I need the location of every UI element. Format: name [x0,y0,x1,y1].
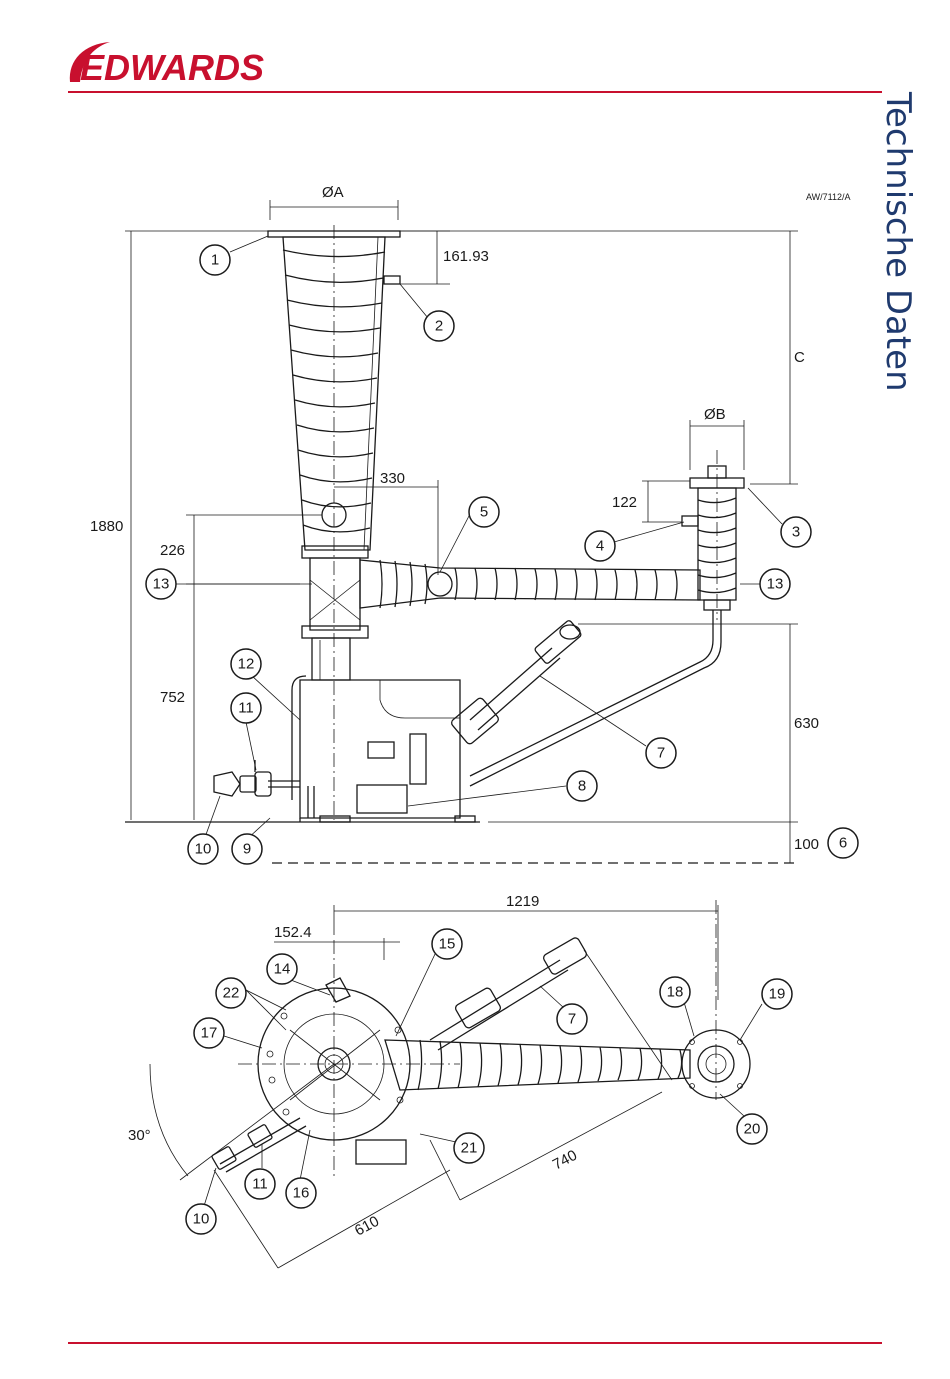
bellows-ribs [380,560,677,608]
svg-text:16: 16 [293,1185,310,1202]
callout-21: 21 [454,1133,484,1163]
callout-1: 1 [200,245,230,275]
callout-11: 11 [231,693,261,723]
drawing-ref: AW/7112/A [806,192,851,202]
callout-4: 4 [585,531,615,561]
dim-1219: 1219 [506,893,539,910]
callout-15: 15 [432,929,462,959]
dim-30: 30° [128,1127,151,1144]
dim-152: 152.4 [274,924,312,941]
svg-text:21: 21 [461,1140,478,1157]
callout-3: 3 [781,517,811,547]
callout-6: 6 [828,828,858,858]
svg-text:7: 7 [568,1011,576,1028]
callout-8: 8 [567,771,597,801]
callout-13-left: 13 [146,569,176,599]
svg-text:9: 9 [243,841,251,858]
svg-text:19: 19 [769,986,786,1003]
svg-text:6: 6 [839,835,847,852]
dim-oa: ØA [322,184,344,201]
svg-text:17: 17 [201,1025,218,1042]
callout-5: 5 [469,497,499,527]
svg-text:11: 11 [252,1176,268,1193]
svg-text:15: 15 [439,936,456,953]
callout-2: 2 [424,311,454,341]
svg-text:5: 5 [480,504,488,521]
svg-text:10: 10 [193,1211,210,1228]
svg-text:14: 14 [274,961,291,978]
callout-10: 10 [188,834,218,864]
svg-text:7: 7 [657,745,665,762]
callout-14: 14 [267,954,297,984]
callout-9: 9 [232,834,262,864]
dim-330: 330 [380,470,405,487]
svg-text:3: 3 [792,524,800,541]
callout-19: 19 [762,979,792,1009]
dim-c: C [794,349,805,366]
dim-122: 122 [612,494,637,511]
callout-11-plan: 11 [245,1169,275,1199]
svg-text:4: 4 [596,538,604,555]
dim-100: 100 [794,836,819,853]
callout-17: 17 [194,1018,224,1048]
svg-text:2: 2 [435,318,443,335]
svg-text:13: 13 [767,576,784,593]
svg-text:22: 22 [223,985,240,1002]
dim-161: 161.93 [443,248,489,265]
callout-12: 12 [231,649,261,679]
svg-text:1: 1 [211,252,219,269]
svg-text:8: 8 [578,778,586,795]
dim-752: 752 [160,689,185,706]
svg-text:18: 18 [667,984,684,1001]
svg-text:13: 13 [153,576,170,593]
callout-22: 22 [216,978,246,1008]
svg-text:12: 12 [238,656,255,673]
callout-20: 20 [737,1114,767,1144]
dim-ob: ØB [704,406,726,423]
dim-630: 630 [794,715,819,732]
callout-10-plan: 10 [186,1204,216,1234]
callout-16: 16 [286,1178,316,1208]
svg-text:10: 10 [195,841,212,858]
svg-text:11: 11 [238,700,254,717]
dim-740: 740 [550,1147,580,1174]
dim-1880: 1880 [90,518,123,535]
dim-226: 226 [160,542,185,559]
callout-7-plan: 7 [557,1004,587,1034]
callout-13-right: 13 [760,569,790,599]
dim-610: 610 [352,1213,382,1240]
callout-7: 7 [646,738,676,768]
callout-18: 18 [660,977,690,1007]
svg-text:20: 20 [744,1121,761,1138]
